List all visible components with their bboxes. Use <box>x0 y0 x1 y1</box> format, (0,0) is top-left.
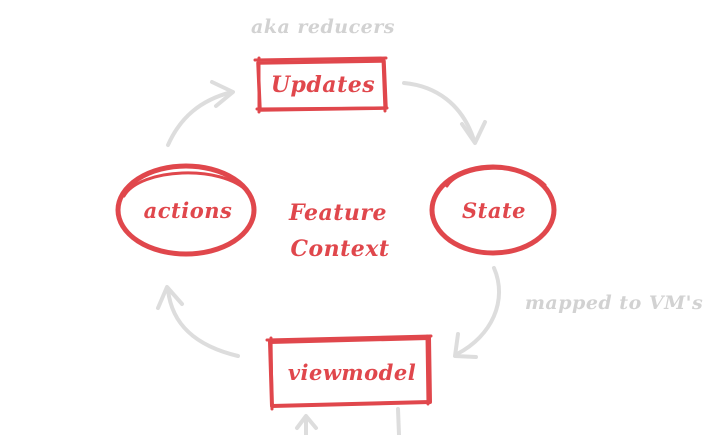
actions-node: actions <box>115 163 257 257</box>
actions-label: actions <box>144 198 233 223</box>
state-annotation: mapped to VM's <box>525 292 703 314</box>
updates-annotation: aka reducers <box>251 16 395 38</box>
state-label: State <box>462 198 526 223</box>
center-title-line1: Feature <box>288 200 387 226</box>
center-title: Feature Context <box>288 200 389 262</box>
updates-node: Updates <box>253 56 389 114</box>
center-title-line2: Context <box>290 236 389 262</box>
arrow-viewmodel-to-actions <box>156 285 240 358</box>
updates-label: Updates <box>271 72 375 98</box>
arrow-actions-to-updates <box>166 80 235 147</box>
arrow-updates-to-state <box>402 81 487 145</box>
state-node: State <box>429 164 557 256</box>
stub-lines-below-viewmodel <box>295 407 401 435</box>
viewmodel-node: viewmodel <box>265 334 433 411</box>
arrow-state-to-viewmodel <box>453 266 501 359</box>
viewmodel-label: viewmodel <box>288 360 416 385</box>
